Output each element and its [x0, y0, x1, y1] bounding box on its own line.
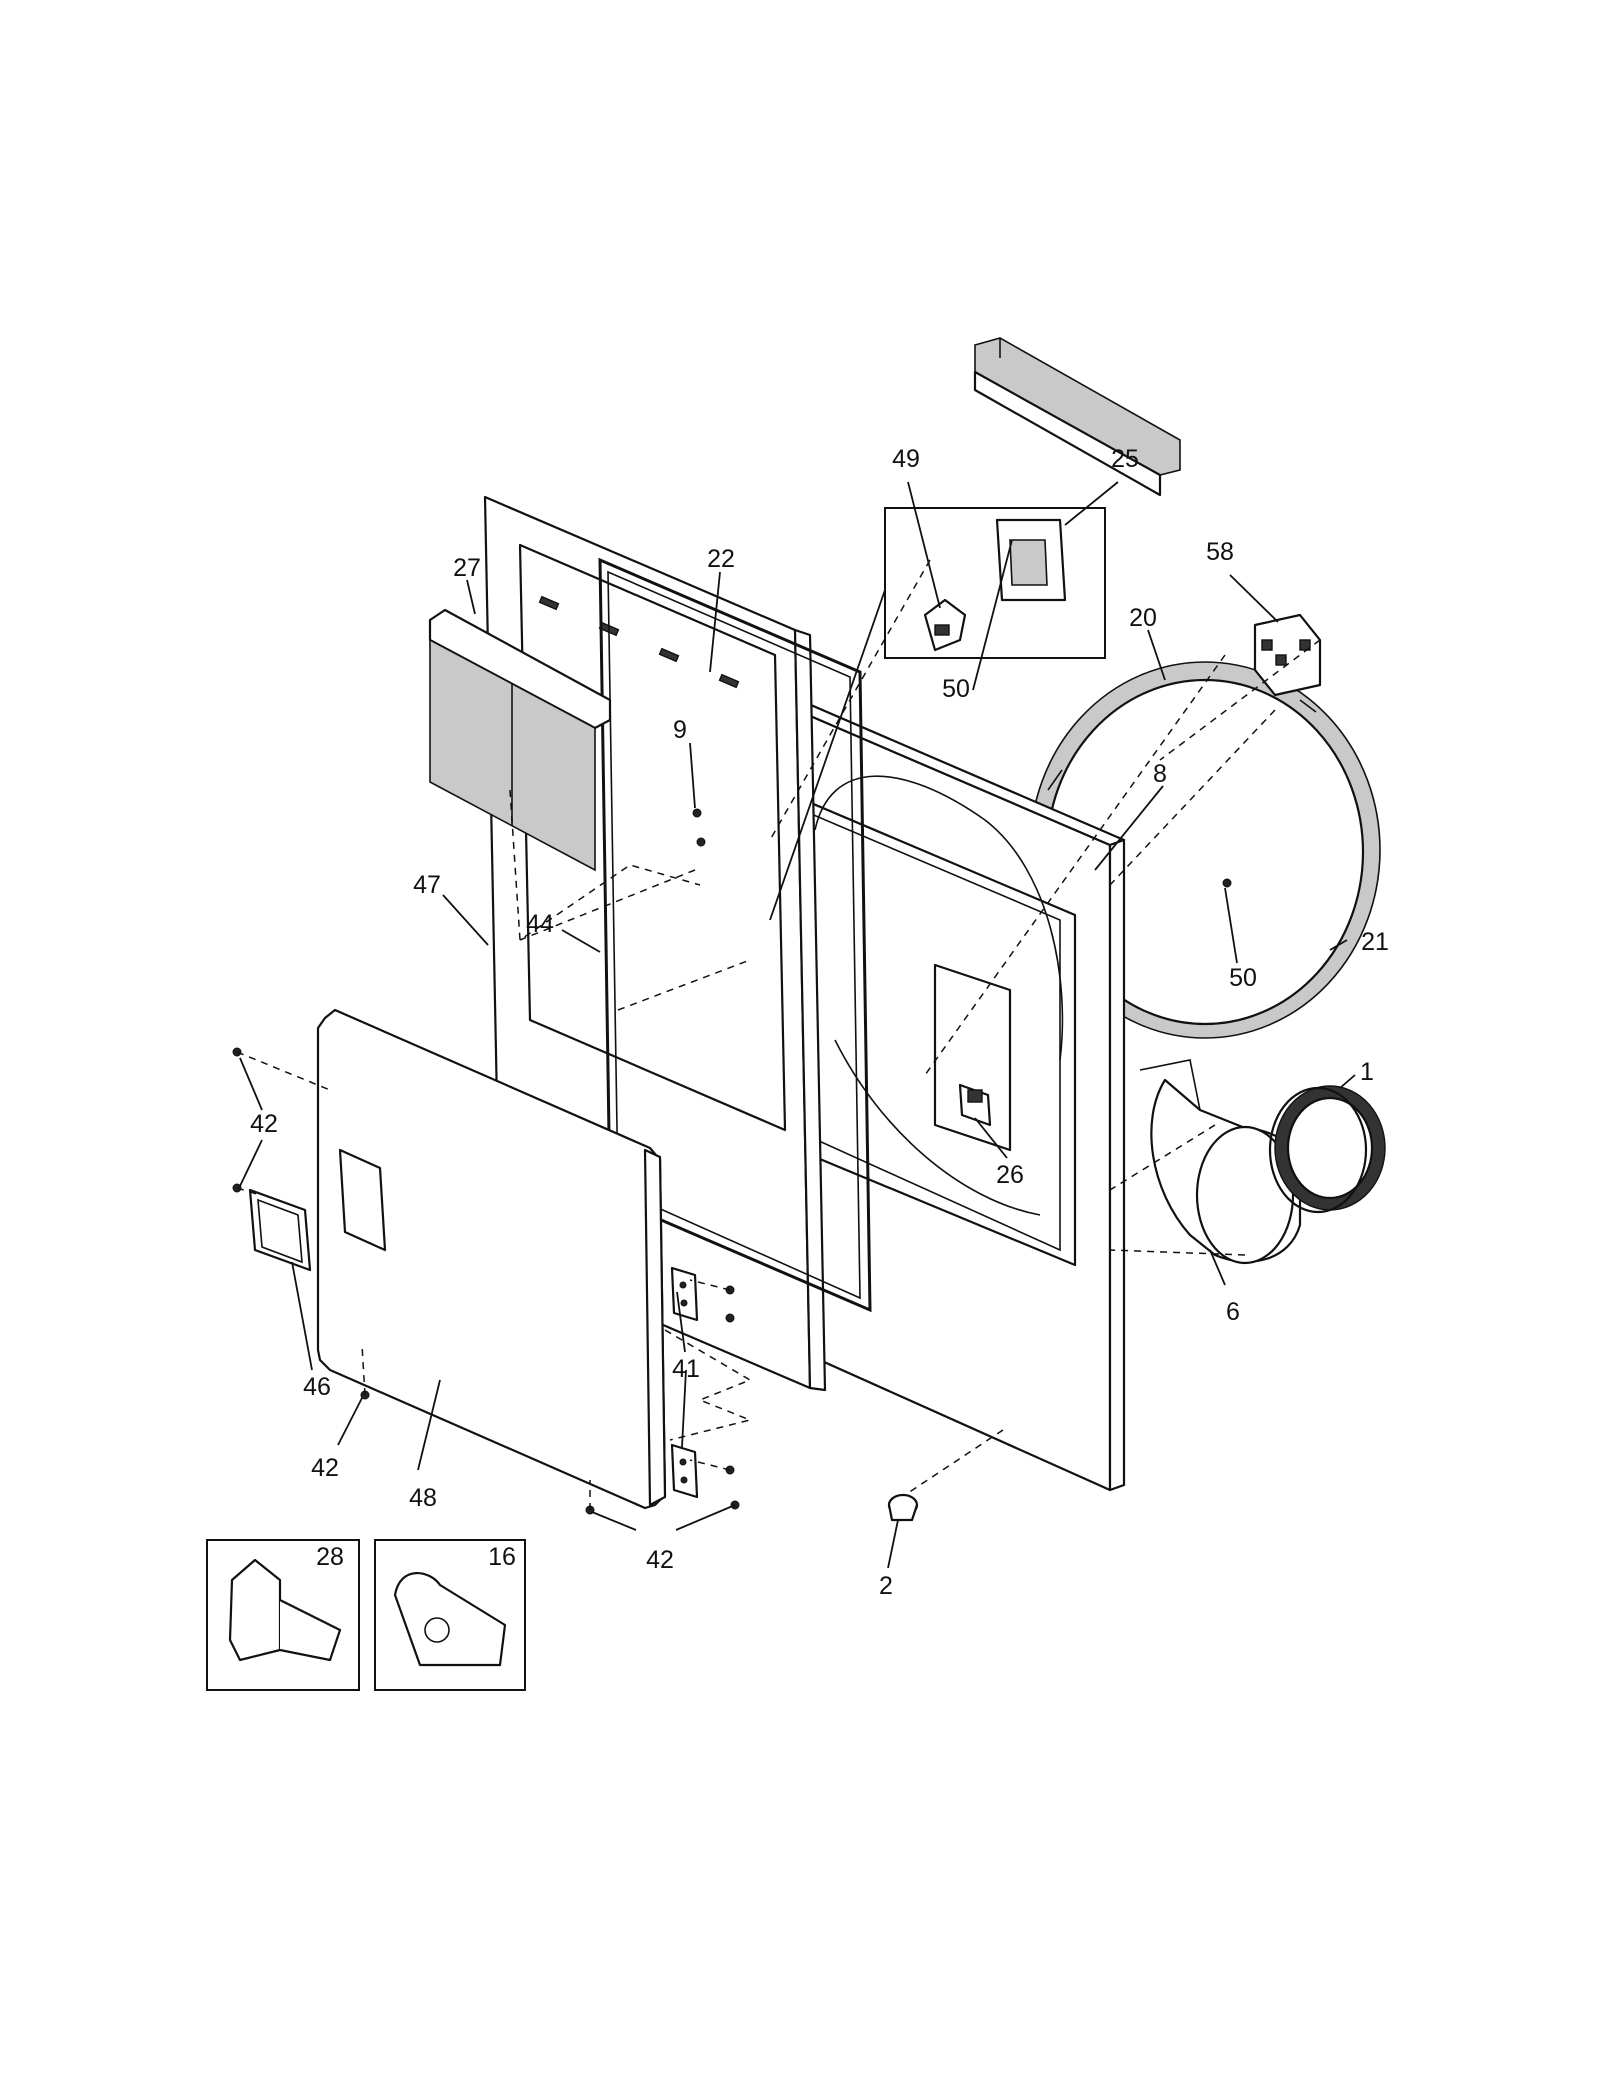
callout-27: 27	[453, 554, 481, 582]
door-stop-bumper	[887, 1493, 919, 1522]
door-gasket	[598, 557, 872, 1313]
callout-48: 48	[409, 1484, 437, 1512]
callout-9: 9	[673, 716, 687, 744]
callout-58: 58	[1206, 538, 1234, 566]
thermostat-block	[1253, 613, 1322, 697]
callout-labels: 49 25 27 22 58 20 9 50 8 47 44 50 21 1 4…	[250, 445, 1389, 1600]
callout-22: 22	[707, 545, 735, 573]
lint-filter	[428, 608, 612, 872]
inset-28-box	[206, 1539, 360, 1691]
latch-detail-inset	[884, 507, 1106, 659]
callout-2: 2	[879, 1572, 893, 1600]
door-handle	[248, 1188, 312, 1272]
callout-25: 25	[1111, 445, 1139, 473]
callout-8: 8	[1153, 760, 1167, 788]
callout-6: 6	[1226, 1298, 1240, 1326]
lint-screen-housing	[973, 337, 1181, 497]
callout-47: 47	[413, 871, 441, 899]
callout-16: 16	[488, 1543, 516, 1571]
assembly-dashed-lines	[236, 559, 1321, 1510]
callout-20: 20	[1129, 604, 1157, 632]
callout-50-upper: 50	[942, 675, 970, 703]
callout-50-lower: 50	[1229, 964, 1257, 992]
latch-strike	[923, 598, 967, 652]
inset-16-box	[374, 1539, 526, 1691]
outer-door-panel	[316, 1008, 667, 1510]
callout-44: 44	[526, 910, 554, 938]
lower-hinge	[670, 1443, 699, 1499]
retaining-clip-16	[393, 1572, 507, 1667]
upper-hinge	[670, 1266, 699, 1322]
callout-leaders	[239, 481, 1356, 1569]
callout-42-left: 42	[250, 1110, 278, 1138]
callout-42-bottom-left: 42	[311, 1454, 339, 1482]
callout-41: 41	[672, 1355, 700, 1383]
callout-28: 28	[316, 1543, 344, 1571]
door-switch	[958, 1083, 992, 1127]
callout-46: 46	[303, 1373, 331, 1401]
callout-42-bottom: 42	[646, 1546, 674, 1574]
callout-21: 21	[1361, 928, 1389, 956]
door-catch	[995, 518, 1067, 602]
hinge-clip-28	[228, 1558, 342, 1662]
callout-26: 26	[996, 1161, 1024, 1189]
callout-1: 1	[1360, 1058, 1374, 1086]
duct-ring	[1268, 1085, 1386, 1214]
callout-49: 49	[892, 445, 920, 473]
